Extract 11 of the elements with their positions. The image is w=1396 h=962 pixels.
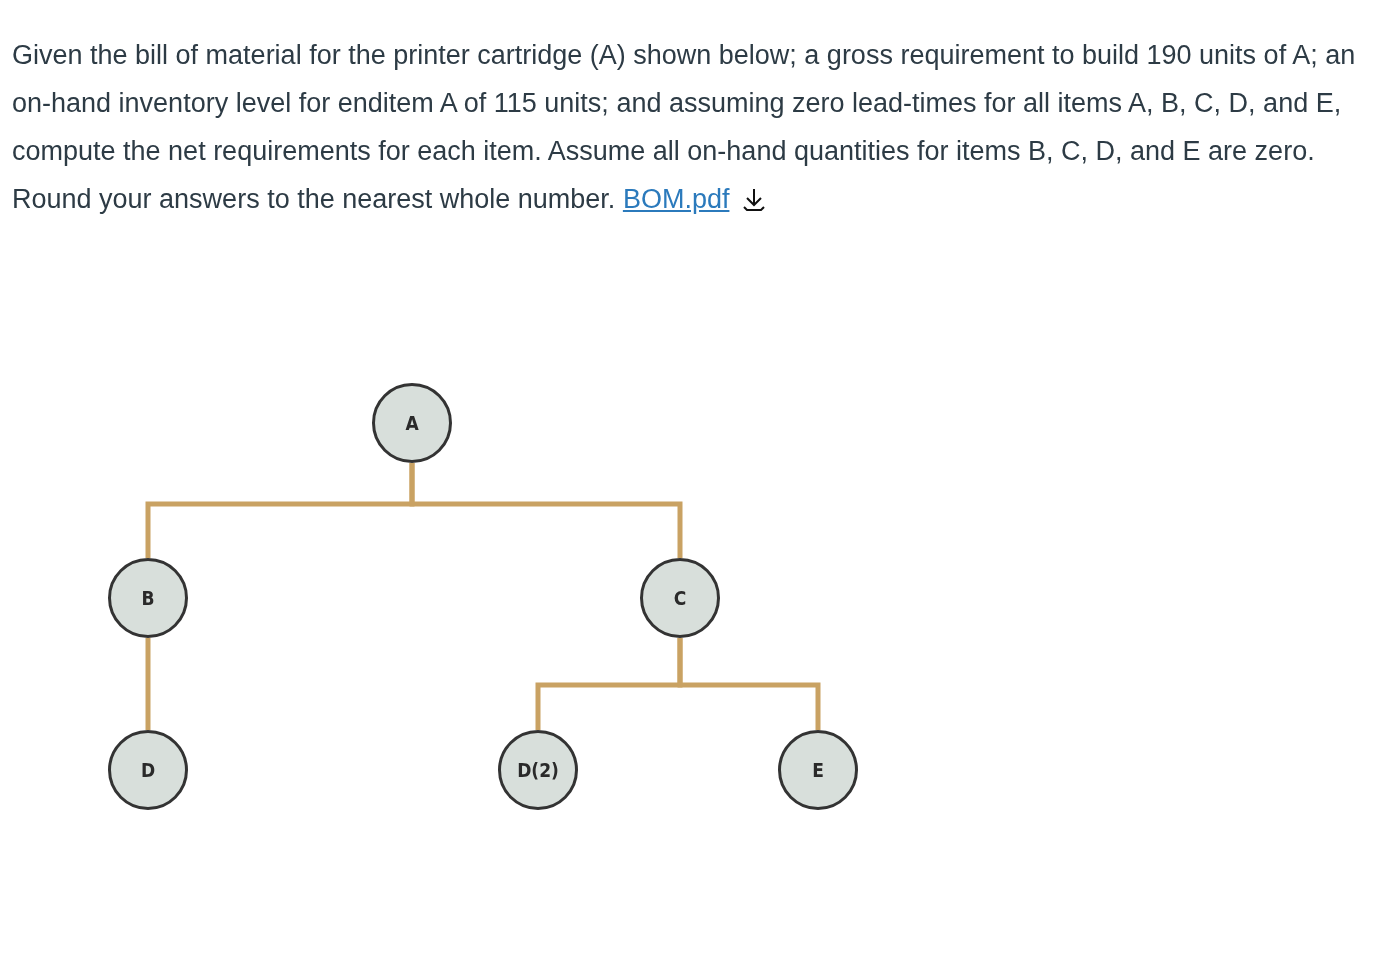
connector-line (677, 638, 821, 730)
item-label: A (405, 410, 419, 436)
item-label: E (812, 757, 824, 783)
item-label: B (141, 585, 155, 611)
connector-line (145, 638, 151, 730)
question-text: Given the bill of material for the printer cartridge (A) shown below; a gross requirement to build 190 units of A; an on-hand inventory level for enditem A of 115 units; and assuming zero lead-times for all items A, B, C, D, and E, compute the net requirements for each item. Assume all on-hand quantities for items B, C, D, and E are zero. Round your answers to the nearest whole number. BOM.pdf (12, 39, 1357, 216)
item-label: D(2) (517, 757, 559, 783)
item-label: C (673, 585, 687, 611)
file-link: BOM.pdf (622, 184, 730, 214)
item-label: D (140, 757, 156, 783)
connector-line (409, 463, 683, 558)
